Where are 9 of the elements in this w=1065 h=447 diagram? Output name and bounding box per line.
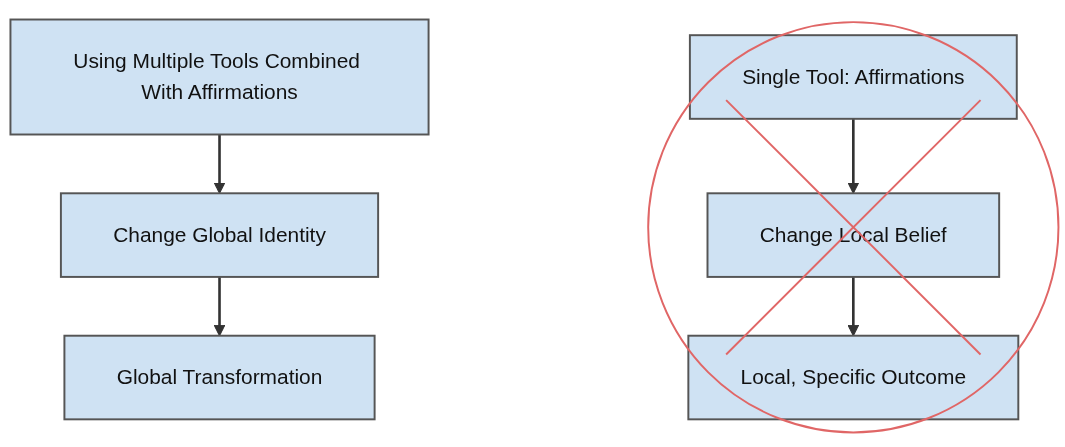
node-box: Using Multiple Tools Combined With Affirmations — [9, 18, 430, 135]
node-box: Single Tool: Affirmations — [688, 33, 1018, 120]
node-box: Change Global Identity — [59, 191, 380, 278]
arrow — [213, 276, 226, 336]
node-box: Local, Specific Outcome — [687, 334, 1020, 420]
node-box: Global Transformation — [63, 334, 376, 420]
arrow — [847, 118, 860, 194]
arrow — [213, 134, 226, 194]
arrow — [847, 276, 860, 336]
